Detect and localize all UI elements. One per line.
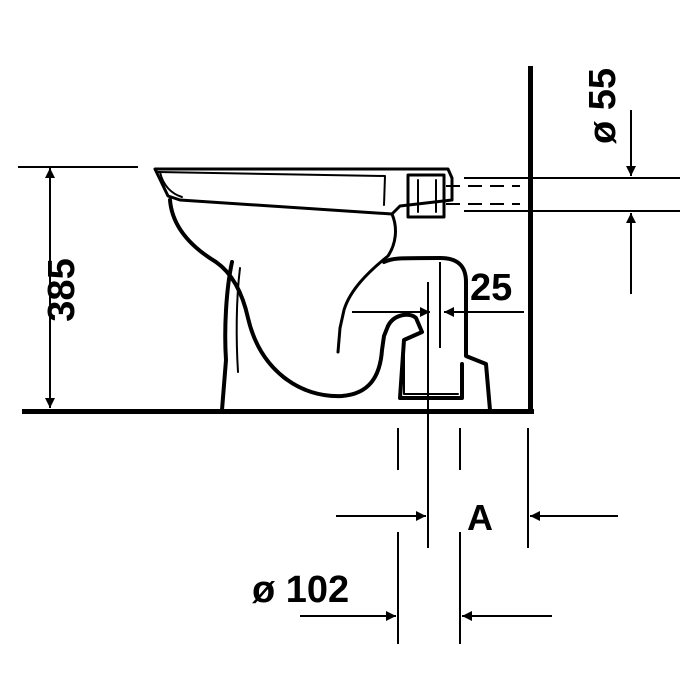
bowl-outer (168, 198, 390, 399)
pedestal-front (220, 260, 234, 412)
inlet-dimension (446, 110, 680, 294)
toilet-outline (153, 167, 492, 412)
pedestal-front-inner (235, 267, 241, 373)
height-dimension (18, 166, 138, 408)
height-dimension-label: 385 (41, 258, 83, 321)
bowl-inner (336, 212, 397, 354)
cistern-connector-inner (417, 179, 437, 213)
wall-line (528, 66, 533, 414)
seat-lip (159, 171, 183, 198)
inlet-dimension-label: ø 55 (582, 68, 624, 144)
floor-line (22, 409, 534, 414)
trap-lower (386, 312, 464, 400)
offset-dimension-label: 25 (470, 267, 512, 309)
outlet-centerline (397, 282, 529, 644)
toilet-seat (153, 167, 454, 216)
trap-upper (382, 256, 492, 412)
a-dimension-label: A (467, 497, 493, 538)
offset-dimension (352, 262, 524, 348)
floor-and-wall (22, 66, 534, 414)
outlet-dimension-label: ø 102 (252, 569, 349, 611)
seat-lid-line (157, 171, 386, 206)
trap-inner-line (403, 345, 459, 395)
cistern-connector (406, 173, 446, 219)
